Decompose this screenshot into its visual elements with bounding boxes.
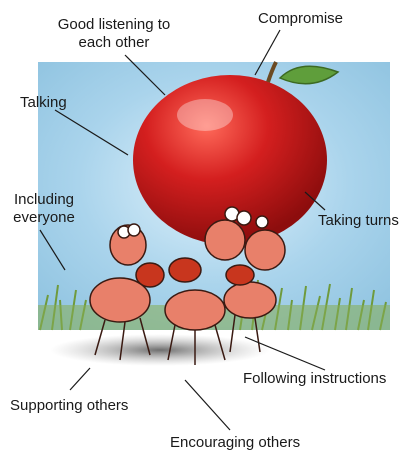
label-talking: Talking — [20, 94, 67, 112]
label-compromise: Compromise — [258, 10, 343, 28]
line-supporting-others — [70, 368, 90, 390]
line-encouraging-others — [185, 380, 230, 430]
label-taking-turns: Taking turns — [318, 212, 399, 230]
ground-shadow — [50, 334, 270, 366]
label-supporting-others: Supporting others — [10, 397, 128, 415]
label-encouraging-others: Encouraging others — [170, 434, 300, 452]
label-good-listening: Good listening to each other — [44, 16, 184, 52]
label-following-instructions: Following instructions — [243, 370, 386, 388]
label-including-everyone: Including everyone — [8, 191, 80, 227]
